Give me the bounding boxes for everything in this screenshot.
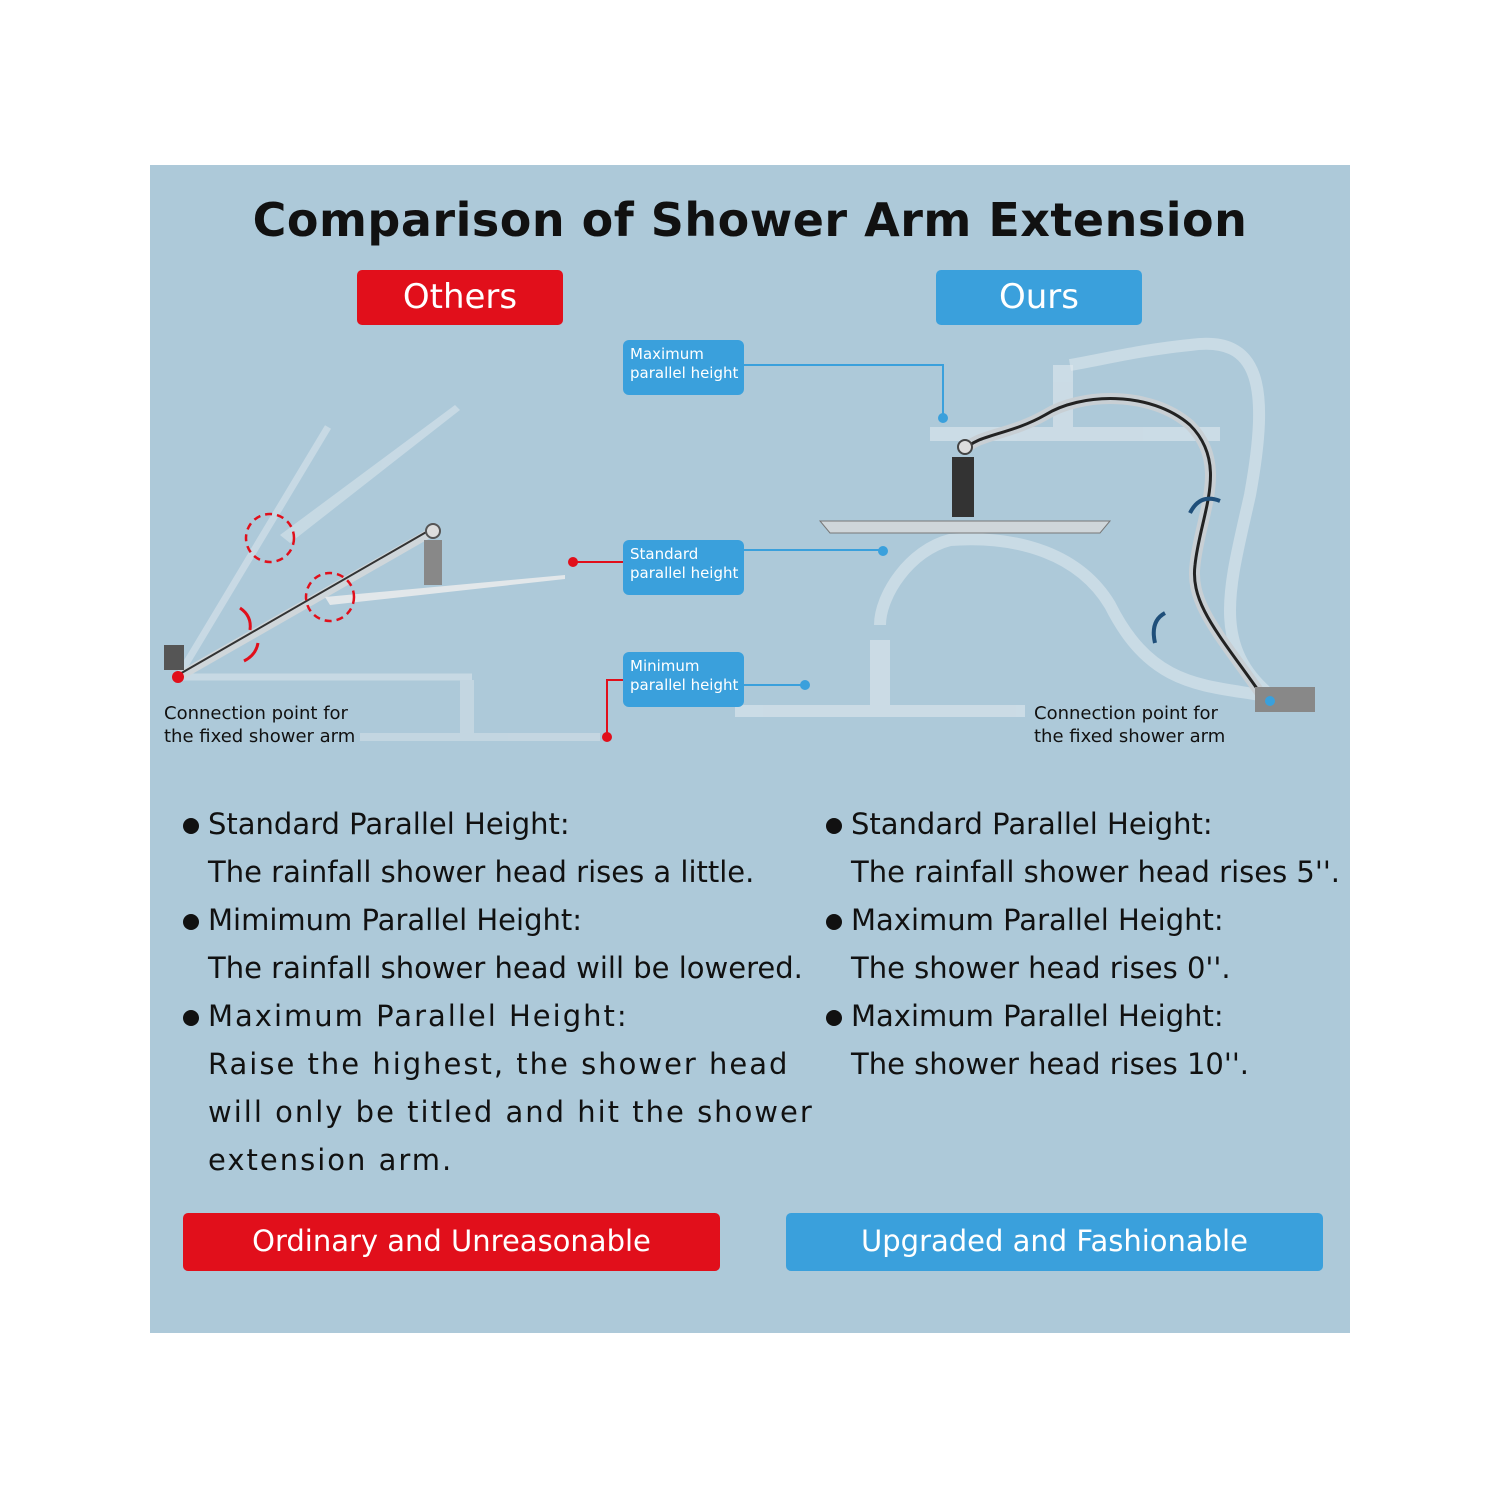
callout-line: Maximum (630, 345, 704, 363)
point-body: Raise the highest, the shower head (208, 1047, 790, 1081)
others-points: Standard Parallel Height: The rainfall s… (183, 800, 823, 1184)
ours-current-arm (818, 393, 1315, 712)
ours-points: Standard Parallel Height: The rainfall s… (826, 800, 1346, 1088)
point-body: The rainfall shower head rises 5''. (851, 855, 1341, 889)
others-rotation-arrows (239, 606, 260, 663)
joint-highlight-circles (244, 512, 356, 623)
others-leader-lines (568, 557, 623, 742)
point-heading: Maximum Parallel Height: (183, 992, 823, 1040)
point-body: The rainfall shower head rises a little. (208, 855, 755, 889)
callout-line: Standard (630, 545, 699, 563)
connection-line: the fixed shower arm (164, 726, 356, 747)
ours-ghost-arms (874, 337, 1274, 701)
connection-line: Connection point for (1034, 703, 1218, 724)
point-body: will only be titled and hit the shower (208, 1095, 814, 1129)
others-connection-label: Connection point for the fixed shower ar… (164, 702, 355, 748)
others-tag: Others (357, 270, 563, 325)
callout-minimum-parallel-height: Minimum parallel height (623, 652, 744, 707)
callout-line: parallel height (630, 364, 739, 382)
connection-line: Connection point for (164, 703, 348, 724)
page-title: Comparison of Shower Arm Extension (252, 193, 1248, 247)
comparison-panel: Comparison of Shower Arm Extension Other… (150, 165, 1350, 1333)
point-heading: Maximum Parallel Height: (826, 896, 1346, 944)
point-body: The shower head rises 0''. (851, 951, 1231, 985)
point-heading: Maximum Parallel Height: (826, 992, 1346, 1040)
callout-line: Minimum (630, 657, 700, 675)
others-verdict-banner: Ordinary and Unreasonable (183, 1213, 720, 1271)
others-ghost-arms (174, 405, 600, 741)
point-heading: Mimimum Parallel Height: (183, 896, 823, 944)
callout-line: parallel height (630, 564, 739, 582)
ours-verdict-banner: Upgraded and Fashionable (786, 1213, 1323, 1271)
shower-arm-illustration (164, 337, 1315, 742)
ours-rotation-arrows (1151, 496, 1221, 644)
ours-tag: Ours (936, 270, 1142, 325)
connection-line: the fixed shower arm (1034, 726, 1226, 747)
point-heading: Standard Parallel Height: (183, 800, 823, 848)
point-heading: Standard Parallel Height: (826, 800, 1346, 848)
ours-connection-label: Connection point for the fixed shower ar… (1034, 702, 1225, 748)
callout-line: parallel height (630, 676, 739, 694)
callout-maximum-parallel-height: Maximum parallel height (623, 340, 744, 395)
point-body: extension arm. (208, 1143, 454, 1177)
point-body: The shower head rises 10''. (851, 1047, 1250, 1081)
point-body: The rainfall shower head will be lowered… (208, 951, 803, 985)
callout-standard-parallel-height: Standard parallel height (623, 540, 744, 595)
others-current-arm (164, 523, 565, 683)
ours-leader-lines (744, 364, 948, 690)
